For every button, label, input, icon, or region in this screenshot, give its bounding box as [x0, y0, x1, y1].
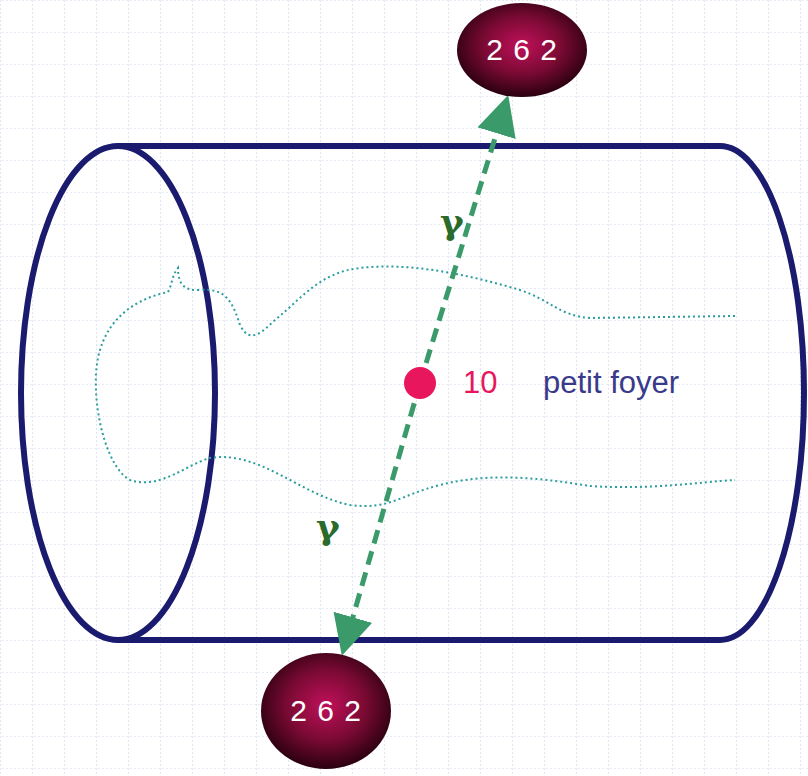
- gamma-label: γ: [440, 200, 464, 242]
- patient-outline: [96, 267, 735, 506]
- callout-number: 10: [463, 365, 497, 401]
- gamma-label: γ: [316, 505, 340, 547]
- dot-shape: [403, 366, 437, 400]
- focus-label: petit foyer: [543, 365, 679, 401]
- source-dot: 10petit foyer: [403, 366, 437, 400]
- scanner-opening: [21, 146, 215, 640]
- detector-count: 2 6 2: [486, 33, 558, 67]
- detector-sphere: 2 6 2: [260, 652, 392, 770]
- gamma-ray: [426, 105, 505, 363]
- detector-sphere: 2 6 2: [456, 2, 588, 98]
- gamma-ray: [345, 403, 415, 646]
- scanner-cylinder: [118, 146, 804, 640]
- detector-count: 2 6 2: [290, 694, 362, 728]
